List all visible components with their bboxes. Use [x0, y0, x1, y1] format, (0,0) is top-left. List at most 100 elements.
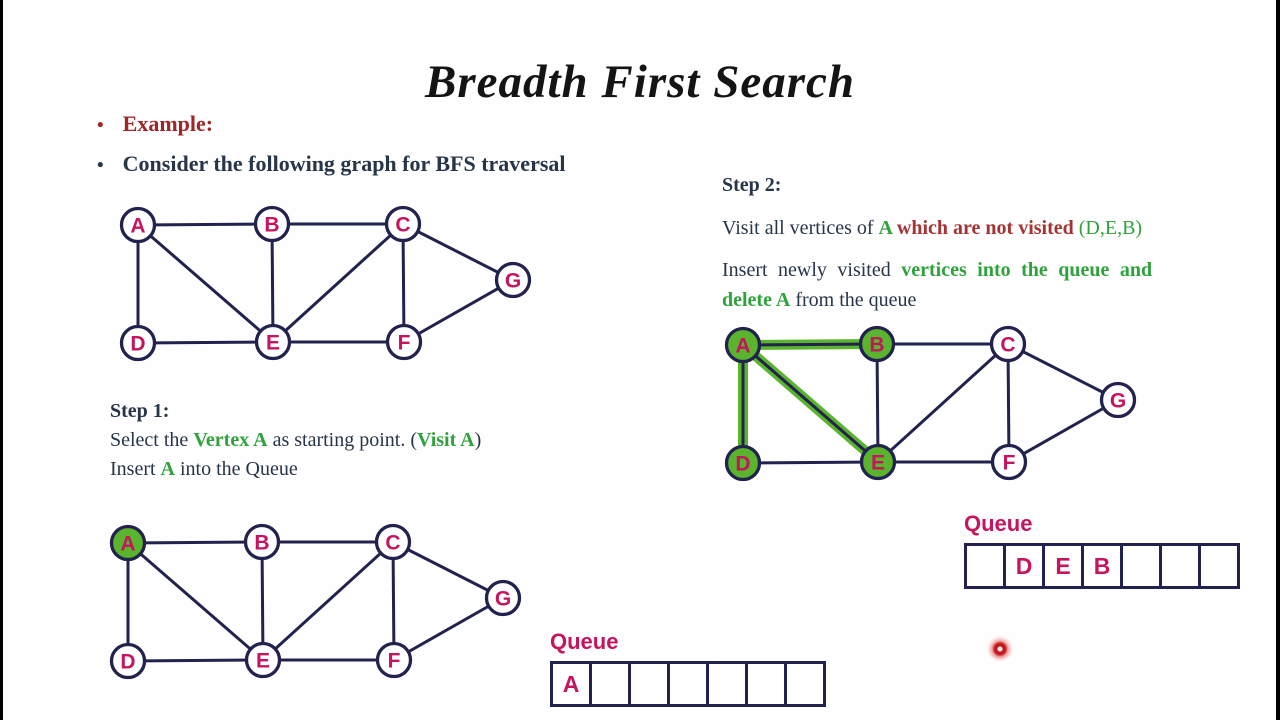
node-label-E: E — [256, 650, 270, 673]
node-D — [724, 444, 762, 482]
node-C — [384, 205, 422, 243]
letterbox-bar-left — [0, 0, 3, 720]
node-label-C: C — [385, 532, 400, 555]
node-G — [484, 579, 522, 617]
node-label-D: D — [735, 453, 750, 476]
queue-cell-empty — [745, 661, 787, 707]
edge-C-E — [261, 540, 395, 662]
queue-cell-D: D — [1003, 543, 1045, 589]
edge-F-G — [402, 278, 515, 344]
bullet-icon: • — [97, 115, 104, 136]
node-F — [375, 641, 413, 679]
text-segment: A — [160, 458, 175, 480]
node-E — [254, 323, 292, 361]
edge-C-F — [1006, 342, 1011, 464]
text-segment: from the queue — [790, 289, 917, 311]
queue-step1: Queue A — [550, 629, 826, 707]
edge-D-E — [136, 340, 275, 345]
edge-C-F — [401, 222, 406, 344]
node-label-F: F — [388, 650, 401, 673]
edge-C-E — [876, 342, 1010, 464]
text-segment: Vertex A — [193, 429, 268, 451]
text-segment: (D,E,B) — [1078, 217, 1143, 239]
text-segment: Insert newly visited — [722, 259, 902, 281]
text-segment: as starting point. ( — [267, 429, 417, 451]
node-label-C: C — [1000, 334, 1015, 357]
letterbox-bar-right — [1276, 0, 1280, 720]
node-B — [253, 205, 291, 243]
queue-cell-empty — [706, 661, 748, 707]
node-F — [385, 323, 423, 361]
edge-A-B — [126, 540, 264, 545]
edge-D-E — [126, 658, 265, 663]
queue-cell-empty — [628, 661, 670, 707]
step2-text-block: Step 2: Visit all vertices of A which ar… — [722, 170, 1250, 327]
queue-cell-B: B — [1081, 543, 1123, 589]
node-label-B: B — [869, 334, 884, 357]
node-label-A: A — [130, 215, 145, 238]
node-label-A: A — [735, 335, 750, 358]
step1-line: Select the Vertex A as starting point. (… — [110, 426, 481, 455]
edge-core-A-B — [741, 342, 879, 347]
queue-cell-empty — [1198, 543, 1240, 589]
edge-F-G — [1007, 398, 1120, 464]
node-label-G: G — [1110, 390, 1126, 413]
step2-line: Visit all vertices of A which are not vi… — [722, 213, 1250, 243]
step2-line: delete A from the queue — [722, 285, 1250, 315]
step2-line: Insert newly visited vertices into the q… — [722, 255, 1250, 285]
queue-cell-A: A — [550, 661, 592, 707]
step1-heading: Step 1: — [110, 400, 170, 422]
edge-B-E — [270, 222, 275, 344]
node-D — [119, 324, 157, 362]
queue-cell-E: E — [1042, 543, 1084, 589]
step2-heading: Step 2: — [722, 174, 782, 196]
edge-C-G — [401, 222, 515, 282]
text-segment: Visit A — [417, 429, 475, 451]
node-label-D: D — [130, 333, 145, 356]
bullet-text: Consider the following graph for BFS tra… — [122, 151, 566, 176]
node-label-G: G — [505, 270, 521, 293]
node-label-A: A — [120, 533, 135, 556]
edge-D-E — [741, 460, 880, 465]
edge-C-F — [391, 540, 396, 662]
edge-C-G — [1006, 342, 1120, 402]
edge-C-E — [271, 222, 405, 344]
node-C — [374, 523, 412, 561]
bullet-text: Example: — [122, 111, 214, 136]
text-segment: delete A — [722, 289, 791, 311]
edge-core-A-E — [741, 343, 880, 464]
node-label-F: F — [398, 332, 411, 355]
node-F — [990, 443, 1028, 481]
node-C — [989, 325, 1027, 363]
step1-text-block: Step 1: Select the Vertex A as starting … — [110, 397, 481, 484]
queue-cell-empty — [1159, 543, 1201, 589]
node-D — [109, 642, 147, 680]
text-segment: A — [878, 217, 897, 239]
edge-B-E — [875, 342, 880, 464]
queue-cell-empty — [784, 661, 826, 707]
node-E — [244, 641, 282, 679]
node-label-G: G — [495, 588, 511, 611]
bullet-item-consider: • Consider the following graph for BFS t… — [97, 151, 566, 177]
edge-C-G — [391, 540, 505, 600]
node-label-B: B — [254, 532, 269, 555]
node-label-F: F — [1003, 452, 1016, 475]
queue-cell-empty — [1120, 543, 1162, 589]
queue-label: Queue — [550, 629, 619, 654]
bullet-icon: • — [97, 155, 104, 176]
queue-cells: A — [550, 661, 826, 707]
queue-cell-empty — [589, 661, 631, 707]
node-A — [109, 524, 147, 562]
text-segment: which are not visited — [896, 217, 1079, 239]
queue-cell-empty — [667, 661, 709, 707]
node-A — [724, 326, 762, 364]
edge-A-E — [126, 541, 265, 662]
edge-A-E — [136, 223, 275, 344]
